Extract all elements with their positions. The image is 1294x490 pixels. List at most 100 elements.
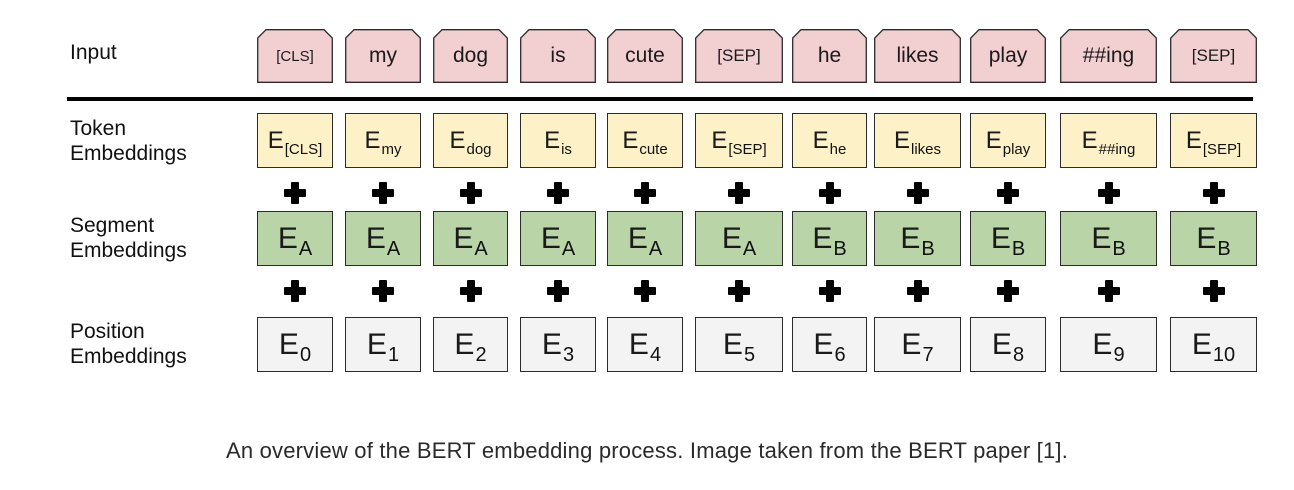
input-token-shape: [520, 29, 596, 83]
embedding-subscript: [SEP]: [1202, 141, 1242, 158]
embedding-symbol: E: [267, 126, 284, 154]
input-token-box: [1060, 29, 1157, 83]
plus-icon: [547, 182, 569, 204]
input-token-box: [520, 29, 596, 83]
token-embedding-box: E##ing: [1060, 113, 1157, 168]
plus-icon: [1097, 182, 1120, 204]
embedding-subscript: play: [1002, 141, 1031, 158]
token-embedding-box: E[SEP]: [695, 113, 783, 168]
embedding-subscript: cute: [639, 141, 668, 158]
embedding-subscript: 6: [834, 344, 846, 366]
embedding-subscript: 7: [922, 344, 934, 366]
embedding-subscript: [CLS]: [284, 141, 323, 158]
embedding-subscript: he: [829, 141, 847, 158]
embedding-subscript: 2: [475, 344, 487, 366]
input-token-box: [792, 29, 867, 83]
embedding-subscript: 8: [1012, 344, 1025, 366]
input-token-shape: [874, 29, 961, 83]
input-token-shape: [607, 29, 683, 83]
plus-icon: [1097, 280, 1120, 302]
embedding-subscript: my: [381, 141, 402, 158]
input-token-label: [CLS]: [276, 47, 314, 65]
input-token-shape: [970, 29, 1046, 83]
divider-rule: [67, 97, 1253, 101]
input-token-shape: [1170, 29, 1257, 83]
embedding-subscript: likes: [911, 141, 942, 158]
position-embeddings-row-label: Position Embeddings: [70, 320, 187, 368]
embedding-symbol: E: [540, 221, 561, 255]
embedding-symbol: E: [544, 126, 561, 154]
embedding-subscript: B: [921, 238, 935, 260]
embedding-subscript: A: [386, 238, 401, 260]
input-token-shape: [1060, 29, 1157, 83]
plus-icon: [1202, 182, 1225, 204]
embedding-subscript: A: [298, 238, 313, 260]
embedding-symbol: E: [366, 327, 387, 361]
token-embedding-box: E[CLS]: [257, 113, 333, 168]
embedding-symbol: E: [900, 221, 921, 255]
token-embeddings-row-label: Token Embeddings: [70, 117, 187, 165]
embedding-subscript: dog: [466, 141, 492, 158]
input-token-shape: [257, 29, 333, 83]
plus-icon: [818, 182, 841, 204]
plus-icon: [728, 280, 750, 302]
plus-icon: [547, 280, 569, 302]
input-token-label: my: [369, 44, 397, 67]
embedding-subscript: [SEP]: [728, 141, 767, 158]
input-token-label: ##ing: [1082, 44, 1135, 67]
embedding-subscript: 4: [649, 344, 662, 366]
embedding-symbol: E: [1081, 126, 1098, 154]
embedding-symbol: E: [365, 221, 386, 255]
embedding-symbol: E: [364, 126, 381, 154]
input-token-label: he: [817, 44, 842, 67]
embedding-subscript: 0: [299, 344, 312, 366]
embedding-symbol: E: [812, 126, 829, 154]
embedding-symbol: E: [813, 327, 834, 361]
plus-icon: [997, 280, 1019, 302]
embedding-symbol: E: [985, 126, 1002, 154]
embedding-subscript: A: [561, 238, 576, 260]
embedding-symbol: E: [812, 221, 833, 255]
embedding-symbol: E: [449, 126, 466, 154]
plus-icon: [284, 182, 306, 204]
token-embedding-box: E[SEP]: [1170, 113, 1257, 168]
input-token-label: cute: [625, 44, 665, 67]
input-token-shape: [695, 29, 783, 83]
embedding-subscript: ##ing: [1098, 141, 1136, 158]
embedding-symbol: E: [991, 327, 1012, 361]
embedding-symbol: E: [277, 221, 298, 255]
embedding-symbol: E: [627, 221, 648, 255]
embedding-subscript: A: [742, 238, 757, 260]
input-token-label: dog: [452, 44, 489, 67]
plus-icon: [284, 280, 306, 302]
embedding-subscript: 10: [1212, 344, 1236, 366]
embedding-symbol: E: [721, 221, 742, 255]
input-row-label: Input: [70, 41, 117, 64]
embedding-subscript: 3: [562, 344, 575, 366]
plus-icon: [634, 280, 656, 302]
embedding-symbol: E: [1091, 221, 1112, 255]
input-token-label: [SEP]: [717, 46, 761, 65]
input-token-box: [607, 29, 683, 83]
embedding-symbol: E: [1191, 327, 1212, 361]
embedding-symbol: E: [893, 126, 910, 154]
embedding-symbol: E: [1196, 221, 1217, 255]
input-token-box: [257, 29, 333, 83]
plus-icon: [1202, 280, 1225, 302]
plus-icon: [906, 182, 929, 204]
